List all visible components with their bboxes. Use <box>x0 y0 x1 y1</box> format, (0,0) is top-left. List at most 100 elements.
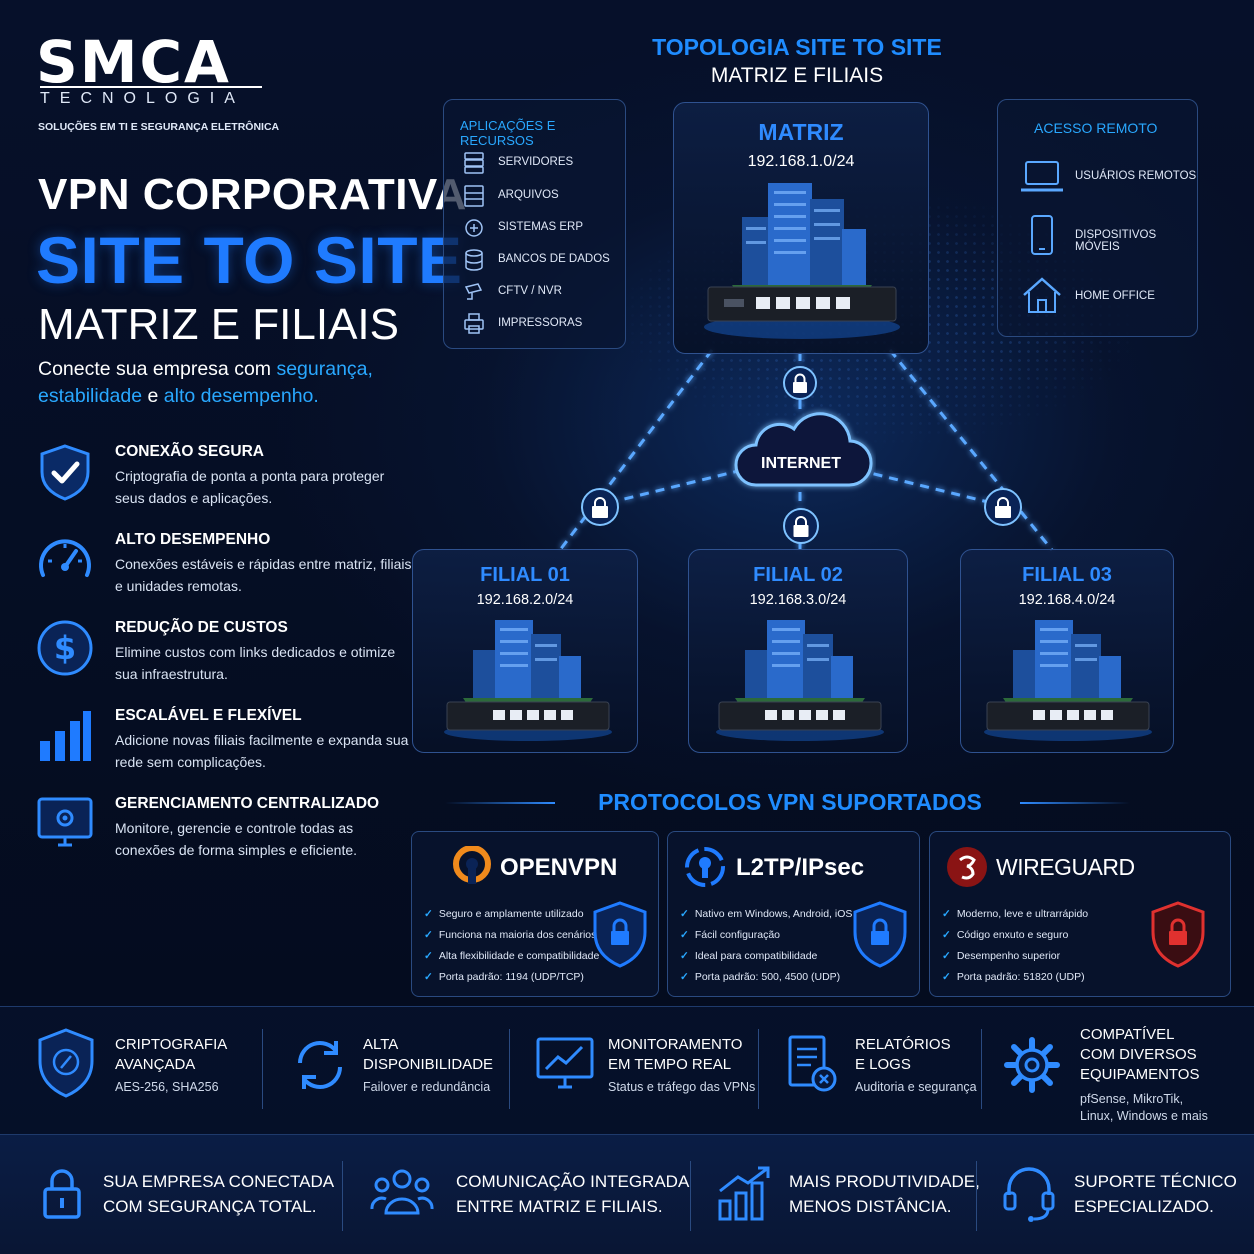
building-router-icon <box>984 620 1152 741</box>
protocol-features: Nativo em Windows, Android, iOSFácil con… <box>680 904 853 988</box>
apps-item: SISTEMAS ERP <box>464 217 624 239</box>
report-icon <box>788 1035 837 1092</box>
apps-item: BANCOS DE DADOS <box>464 249 624 271</box>
site-ip: 192.168.4.0/24 <box>1018 592 1116 608</box>
apps-item: CFTV / NVR <box>464 281 624 303</box>
laptop-icon <box>1021 161 1063 192</box>
l2tp-logo-icon <box>685 847 725 887</box>
shield-lock-icon <box>853 901 907 968</box>
divider <box>976 1161 977 1231</box>
shield-check-icon <box>40 444 90 501</box>
team-icon <box>370 1169 434 1215</box>
site-ip: 192.168.3.0/24 <box>749 592 847 608</box>
internet-label: INTERNET <box>761 455 841 472</box>
lock-icon <box>783 508 819 544</box>
dollar-icon: $ <box>37 620 93 676</box>
site-name: FILIAL 03 <box>1022 564 1112 586</box>
feature-secure: CONEXÃO SEGURA Criptografia de ponta a p… <box>36 443 406 519</box>
site-filial-01: FILIAL 01 192.168.2.0/24 <box>412 549 638 753</box>
building-router-icon <box>444 620 612 741</box>
monitor-chart-icon <box>536 1037 594 1089</box>
protocol-features: Seguro e amplamente utilizadoFunciona na… <box>424 904 600 988</box>
protocol-name: WIREGUARD <box>996 854 1135 880</box>
hero-line2: SITE TO SITE <box>36 223 463 297</box>
divider <box>509 1029 510 1109</box>
internet-cloud-icon <box>734 412 873 487</box>
remote-item: DISPOSITIVOS MÓVEIS <box>998 215 1198 257</box>
feature-scalable: ESCALÁVEL E FLEXÍVEL Adicione novas fili… <box>36 707 408 783</box>
site-ip: 192.168.1.0/24 <box>747 153 855 170</box>
bar-chart-icon <box>40 711 91 761</box>
site-matriz: MATRIZ 192.168.1.0/24 <box>673 102 929 354</box>
lock-icon <box>783 366 817 400</box>
refresh-icon <box>298 1041 342 1089</box>
site-name: FILIAL 02 <box>753 564 843 586</box>
protocol-features: Moderno, leve e ultrarrápidoCódigo enxut… <box>942 904 1088 988</box>
protocol-name: L2TP/IPsec <box>736 854 865 881</box>
remote-item: HOME OFFICE <box>998 276 1198 318</box>
home-icon <box>1023 277 1061 313</box>
server-icon <box>464 152 484 174</box>
feature-management: GERENCIAMENTO CENTRALIZADO Monitore, ger… <box>36 795 406 871</box>
printer-icon <box>464 313 484 334</box>
divider <box>1020 802 1130 804</box>
site-filial-03: FILIAL 03 192.168.4.0/24 <box>960 549 1174 753</box>
padlock-icon <box>43 1169 81 1219</box>
remote-header: ACESSO REMOTO <box>1034 120 1158 136</box>
shield-compass-icon <box>38 1028 94 1098</box>
divider <box>342 1161 343 1231</box>
lock-icon <box>581 488 619 526</box>
files-icon <box>464 185 484 207</box>
headset-icon <box>1003 1167 1055 1222</box>
shield-lock-icon <box>1151 901 1205 968</box>
divider <box>758 1029 759 1109</box>
divider <box>262 1029 263 1109</box>
gear-icon <box>1004 1037 1060 1093</box>
erp-icon <box>465 219 483 237</box>
apps-item: ARQUIVOS <box>464 185 624 207</box>
protocols-title: PROTOCOLOS VPN SUPORTADOS <box>598 789 982 815</box>
topology-title: TOPOLOGIA SITE TO SITE <box>652 34 942 60</box>
remote-panel: ACESSO REMOTO USUÁRIOS REMOTOS DISPOSITI… <box>997 99 1198 337</box>
site-ip: 192.168.2.0/24 <box>476 592 574 608</box>
divider <box>690 1161 691 1231</box>
apps-item: SERVIDORES <box>464 152 624 174</box>
remote-item: USUÁRIOS REMOTOS <box>998 158 1198 198</box>
openvpn-logo-icon <box>453 846 491 884</box>
speedometer-icon <box>39 539 91 577</box>
footer-item-productivity: MAIS PRODUTIVIDADE,MENOS DISTÂNCIA. <box>789 1172 980 1216</box>
apps-panel: APLICAÇÕES E RECURSOS SERVIDORES ARQUIVO… <box>443 99 626 349</box>
building-router-icon <box>716 620 884 741</box>
logo-main: SMCA <box>36 28 231 96</box>
growth-chart-icon <box>718 1166 770 1221</box>
hero-line1: VPN CORPORATIVA <box>38 170 467 219</box>
hero-line3: MATRIZ E FILIAIS <box>38 300 400 349</box>
site-name: FILIAL 01 <box>480 564 570 586</box>
logo-sub: TECNOLOGIA <box>40 86 262 108</box>
smartphone-icon <box>1031 215 1053 255</box>
protocol-card-wireguard: WIREGUARD Moderno, leve e ultrarrápidoCó… <box>929 831 1231 997</box>
protocol-name: OPENVPN <box>500 854 618 881</box>
feature-costs: $ REDUÇÃO DE CUSTOS Elimine custos com l… <box>36 619 406 695</box>
topology-subtitle: MATRIZ E FILIAIS <box>710 64 884 87</box>
svg-text:$: $ <box>54 629 76 667</box>
apps-header: APLICAÇÕES E RECURSOS <box>460 118 556 148</box>
intro-text: Conecte sua empresa com segurança, estab… <box>38 358 373 407</box>
site-name: MATRIZ <box>758 119 844 145</box>
database-icon <box>465 249 483 271</box>
divider <box>445 802 555 804</box>
apps-item: IMPRESSORAS <box>464 313 624 335</box>
monitor-gear-icon <box>37 797 93 847</box>
protocol-card-openvpn: OPENVPN Seguro e amplamente utilizadoFun… <box>411 831 659 997</box>
logo-tagline: SOLUÇÕES EM TI E SEGURANÇA ELETRÔNICA <box>38 121 280 133</box>
lock-icon <box>984 488 1022 526</box>
